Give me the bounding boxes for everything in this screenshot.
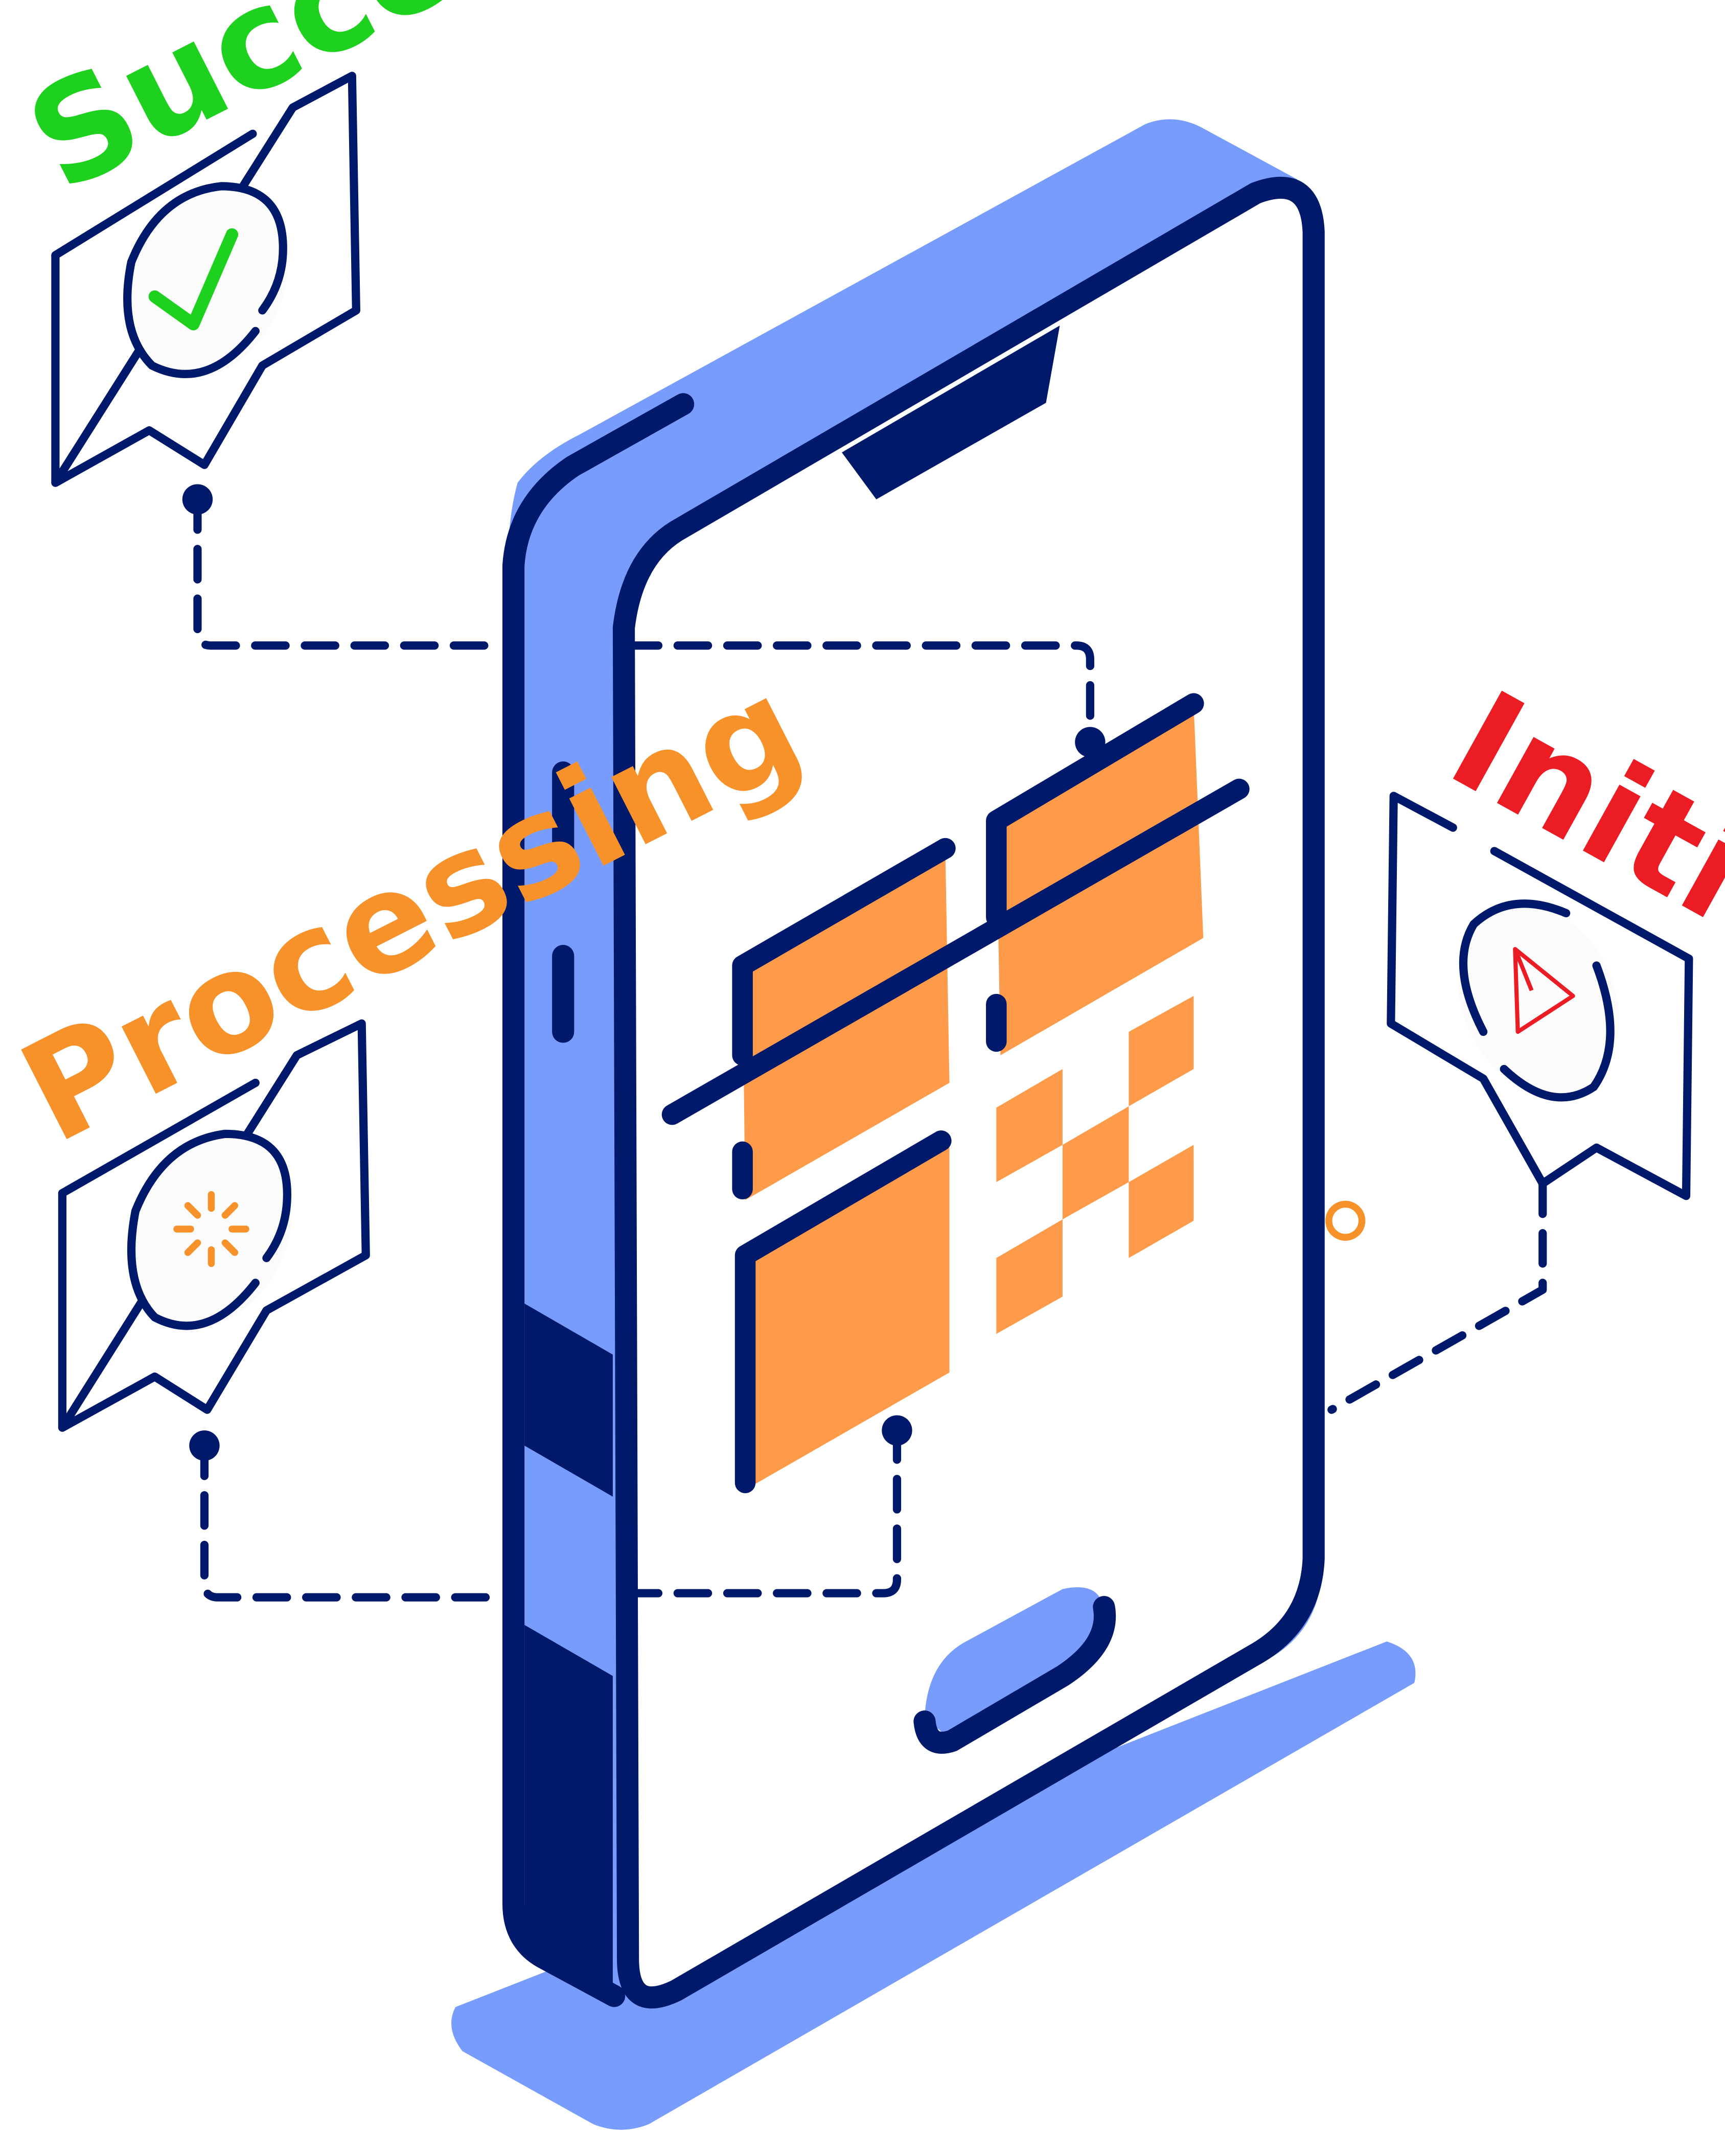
status-initiated-bubble bbox=[1387, 792, 1693, 1200]
send-icon bbox=[1513, 947, 1575, 1034]
check-icon bbox=[148, 228, 239, 331]
connectors bbox=[193, 495, 1547, 1602]
home-button-shadow bbox=[924, 1587, 1105, 1741]
status-successful-label: Successful bbox=[4, 0, 812, 222]
status-processing-bubble bbox=[58, 1019, 370, 1432]
home-button[interactable] bbox=[913, 1596, 1116, 1754]
phone-side-band-2 bbox=[524, 1625, 613, 2007]
phone-notch bbox=[842, 326, 1060, 500]
qr-data-modules bbox=[996, 995, 1194, 1334]
phone-screen bbox=[612, 176, 1325, 2009]
decor-ring bbox=[1325, 1200, 1366, 1241]
connector-successful bbox=[193, 495, 1094, 743]
phone-outline bbox=[502, 393, 695, 2007]
qr-scan-line bbox=[661, 778, 1250, 1125]
connector-initiated bbox=[1327, 1179, 1547, 1414]
status-successful-bubble bbox=[51, 72, 360, 487]
qr-code bbox=[661, 693, 1250, 1493]
phone-base-shadow bbox=[451, 1641, 1416, 2130]
spinner-icon bbox=[173, 1191, 249, 1267]
connector-processing bbox=[200, 1430, 902, 1602]
phone-side-band-1 bbox=[524, 1303, 613, 1497]
